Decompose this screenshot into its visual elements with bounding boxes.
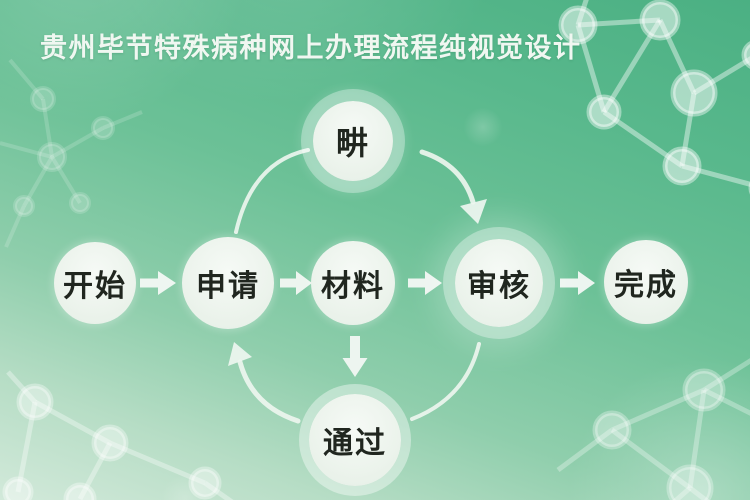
curve-pass-to-apply (237, 359, 301, 424)
network-graphic-bottom-left (2, 370, 234, 500)
arrowhead-to-apply (228, 342, 252, 366)
arrow-start-to-apply (140, 271, 176, 295)
node-loop-top: 畊 (313, 101, 393, 181)
network-graphic-top-right (558, 0, 750, 195)
arrow-material-to-pass (342, 336, 368, 377)
node-material-label: 材料 (321, 270, 385, 303)
poster-title: 贵州毕节特殊病种网上办理流程纯视觉设计 (40, 33, 582, 63)
node-start-label: 开始 (63, 270, 127, 303)
curve-apply-to-looptop (234, 148, 310, 234)
node-review-label: 审核 (467, 270, 531, 303)
node-review: 审核 (455, 239, 543, 327)
arrow-material-to-review (408, 271, 442, 295)
node-finish: 完成 (604, 240, 688, 324)
node-loop-top-label: 畊 (335, 125, 370, 161)
arrow-review-to-finish (560, 271, 595, 295)
network-graphic-top-left (0, 58, 143, 248)
network-graphic-bottom-right (556, 358, 750, 500)
node-pass-label: 通过 (323, 427, 387, 460)
node-apply: 申请 (182, 237, 274, 329)
curve-review-to-pass (410, 342, 481, 421)
node-apply-label: 申请 (196, 270, 260, 303)
arrow-apply-to-material (280, 271, 312, 295)
node-pass: 通过 (309, 394, 401, 486)
node-finish-label: 完成 (614, 269, 678, 302)
curve-looptop-to-review (419, 149, 476, 205)
arrowhead-to-review (460, 199, 487, 224)
node-material: 材料 (311, 241, 395, 325)
node-start: 开始 (54, 242, 136, 324)
